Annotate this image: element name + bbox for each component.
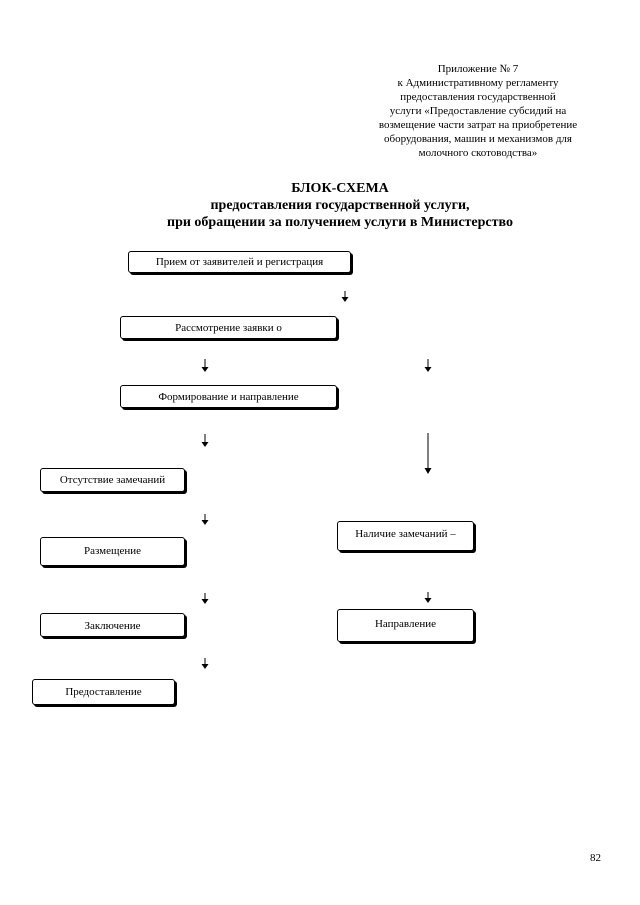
box-reception-label: Прием от заявителей и регистрация xyxy=(155,256,324,268)
box-formation-label: Формирование и направление xyxy=(158,391,299,403)
arrow-down-icon xyxy=(201,514,209,525)
appendix-line: оборудования, машин и механизмов для xyxy=(384,133,572,145)
box-reception: Прием от заявителей и регистрация xyxy=(128,251,351,273)
box-review: Рассмотрение заявки о xyxy=(120,316,337,339)
box-provision: Предоставление xyxy=(32,679,175,705)
box-direction: Направление xyxy=(337,609,474,642)
appendix-header: Приложение № 7 к Административному регла… xyxy=(352,62,604,160)
title-line-1: БЛОК-СХЕМА xyxy=(291,181,389,196)
box-has-remarks: Наличие замечаний – xyxy=(337,521,474,551)
title-line-2: предоставления государственной услуги, xyxy=(210,198,470,213)
box-no-remarks: Отсутствие замечаний xyxy=(40,468,185,492)
appendix-line: услуги «Предоставление субсидий на xyxy=(389,105,567,117)
box-formation: Формирование и направление xyxy=(120,385,337,408)
box-placement: Размещение xyxy=(40,537,185,566)
arrow-down-icon xyxy=(424,592,432,603)
page-number: 82 xyxy=(590,852,601,864)
box-direction-label: Направление xyxy=(374,618,437,630)
arrow-down-icon xyxy=(201,593,209,604)
diagram-title: БЛОК-СХЕМА предоставления государственно… xyxy=(0,180,640,231)
title-line-3: при обращении за получением услуги в Мин… xyxy=(167,215,513,230)
box-conclusion-label: Заключение xyxy=(84,620,141,632)
appendix-line: к Административному регламенту xyxy=(397,77,559,89)
arrow-down-icon xyxy=(424,433,432,474)
arrow-down-icon xyxy=(201,434,209,447)
arrow-down-icon xyxy=(341,291,349,302)
arrow-down-icon xyxy=(201,658,209,669)
box-no-remarks-label: Отсутствие замечаний xyxy=(59,474,166,486)
box-placement-label: Размещение xyxy=(83,545,142,557)
appendix-line: молочного скотоводства» xyxy=(418,147,538,159)
box-review-label: Рассмотрение заявки о xyxy=(175,322,282,334)
appendix-line: предоставления государственной xyxy=(400,91,556,103)
box-conclusion: Заключение xyxy=(40,613,185,637)
box-provision-label: Предоставление xyxy=(65,686,142,698)
arrow-down-icon xyxy=(424,359,432,372)
arrow-down-icon xyxy=(201,359,209,372)
appendix-line: возмещение части затрат на приобретение xyxy=(378,119,578,131)
appendix-line: Приложение № 7 xyxy=(437,63,519,75)
box-has-remarks-label: Наличие замечаний – xyxy=(355,528,456,540)
